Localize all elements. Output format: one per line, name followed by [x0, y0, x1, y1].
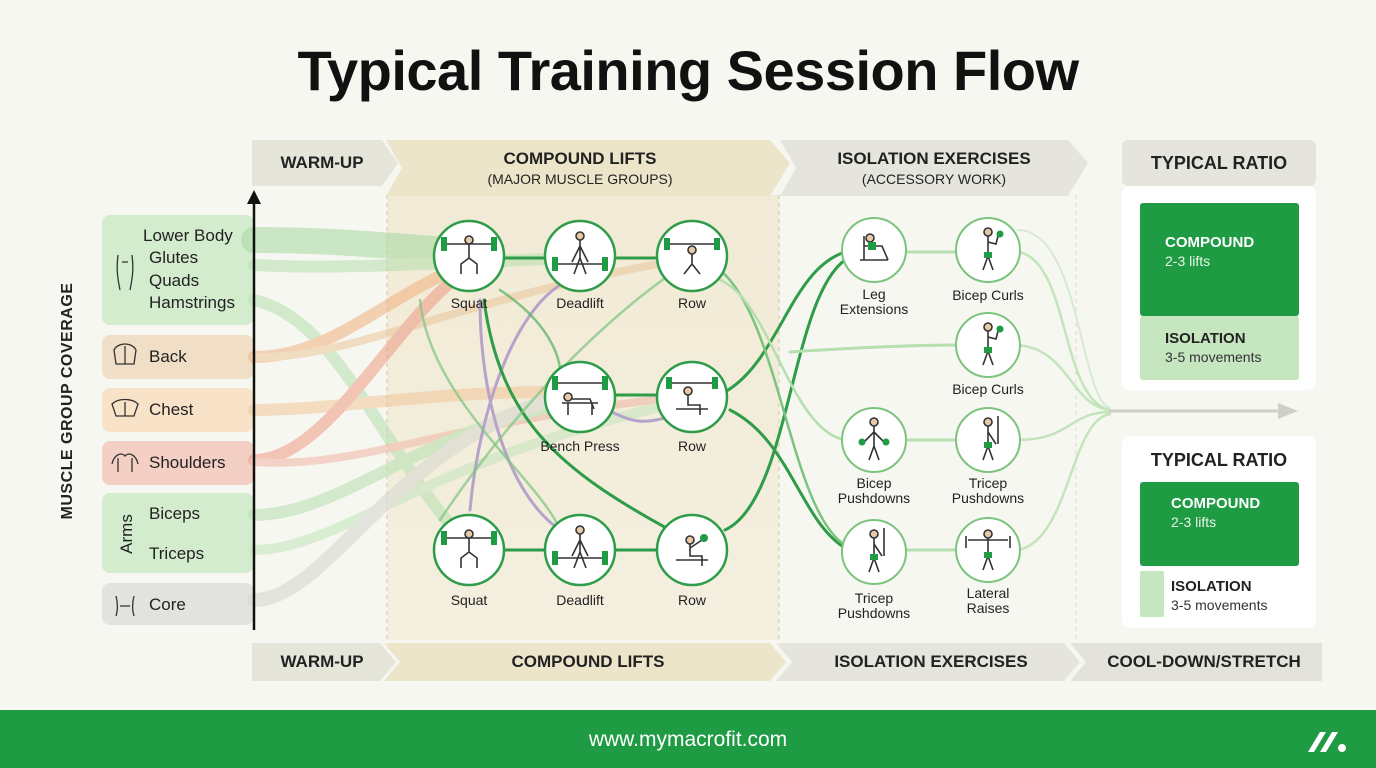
phase-bottom-warmup: WARM-UP — [280, 652, 364, 671]
phase-label-warmup: WARM-UP — [252, 153, 392, 173]
deadlift-icon — [552, 231, 608, 275]
muscle-icons — [111, 254, 139, 617]
tricep-pushdown-icon — [868, 528, 885, 573]
ratio-compound-sub: 2-3 lifts — [1171, 514, 1217, 530]
node-label-bicep-curls: Bicep Curls — [952, 287, 1024, 303]
muscle-core: Core — [149, 595, 186, 614]
muscle-back: Back — [149, 347, 187, 366]
legs-icon — [116, 254, 134, 291]
phase-sublabel: (ACCESSORY WORK) — [861, 171, 1007, 187]
node-label-row: Row — [677, 592, 706, 608]
ratio-card-title: TYPICAL RATIO — [1150, 153, 1288, 173]
row-icon — [664, 238, 720, 275]
exercise-figure-icons — [441, 227, 1011, 573]
chest-muscle-icon — [111, 398, 139, 417]
phase-bottom-cooldown: COOL-DOWN/STRETCH — [1107, 652, 1301, 671]
row-icon — [676, 534, 708, 566]
muscle-box-arms — [102, 493, 254, 573]
phase-bottom-isolation: ISOLATION EXERCISES — [834, 652, 1028, 671]
squat-icon — [441, 235, 497, 274]
muscle-lower-body-title: Lower Body — [143, 226, 233, 245]
muscle-box-lower-body — [102, 215, 254, 325]
bicep-pushdown-icon — [858, 417, 890, 461]
muscle-chest: Chest — [149, 400, 194, 419]
muscle-glutes: Glutes — [149, 248, 199, 267]
node-label-deadlift: Deadlift — [556, 592, 604, 608]
brand-logo-icon — [1308, 732, 1346, 752]
ratio-isolation-swatch — [1140, 571, 1164, 617]
phase-bottom-compound: COMPOUND LIFTS — [511, 652, 665, 671]
deadlift-icon — [552, 525, 608, 569]
ratio-isolation-label: ISOLATION — [1165, 330, 1246, 347]
ratio-isolation-label: ISOLATION — [1171, 578, 1252, 595]
ratio-isolation-sub: 3-5 movements — [1165, 349, 1262, 365]
phase-label-text: WARM-UP — [280, 153, 364, 172]
muscle-box-back — [102, 335, 254, 379]
phase-label-text: ISOLATION EXERCISES — [837, 149, 1031, 168]
y-axis-arrowhead — [247, 190, 261, 204]
muscle-box-shoulders — [102, 441, 254, 485]
muscle-shoulders: Shoulders — [149, 453, 226, 472]
tricep-pushdown-icon — [982, 416, 999, 461]
back-muscle-icon — [113, 343, 137, 365]
phase-arrow-cooldown-bottom — [1070, 643, 1322, 681]
ratio-compound-box — [1140, 203, 1299, 316]
ratio-compound-sub: 2-3 lifts — [1165, 253, 1211, 269]
node-label-lateral-raises: Lateral Raises — [966, 586, 1010, 616]
footer-url[interactable]: www.mymacrofit.com — [588, 728, 788, 751]
phase-label-text: COMPOUND LIFTS — [503, 149, 657, 168]
row-icon — [666, 377, 718, 415]
core-muscle-icon — [115, 595, 135, 617]
bicep-curl-icon — [982, 227, 1004, 271]
phase-arrow-isolation — [780, 140, 1088, 196]
phase-label-isolation: ISOLATION EXERCISES (ACCESSORY WORK) — [786, 149, 1082, 189]
ratio-compound-label: COMPOUND — [1165, 234, 1255, 251]
lateral-raise-icon — [965, 529, 1011, 571]
ratio-compound-label: COMPOUND — [1171, 495, 1261, 512]
muscle-biceps: Biceps — [149, 504, 201, 523]
squat-icon — [441, 529, 497, 568]
ratio-isolation-sub: 3-5 movements — [1171, 597, 1268, 613]
phase-label-compound: COMPOUND LIFTS (MAJOR MUSCLE GROUPS) — [390, 149, 770, 189]
bench-press-icon — [552, 376, 608, 415]
ratio-card-title: TYPICAL RATIO — [1150, 450, 1288, 470]
ratio-isolation-box — [1140, 316, 1299, 380]
node-label-squat: Squat — [450, 295, 488, 311]
footer-bar — [0, 710, 1376, 768]
muscle-box-core — [102, 583, 254, 625]
phase-arrow-compound — [386, 140, 790, 196]
bicep-curl-icon — [982, 322, 1004, 366]
phase-arrow-compound-bottom — [384, 643, 786, 681]
muscle-triceps: Triceps — [149, 544, 205, 563]
node-label-squat: Squat — [450, 592, 488, 608]
phase-sublabel: (MAJOR MUSCLE GROUPS) — [487, 171, 673, 187]
page-title: Typical Training Session Flow — [297, 39, 1079, 102]
node-label-tricep-pushdowns: Tricep Pushdowns — [951, 476, 1025, 506]
node-label-bicep-curls: Bicep Curls — [952, 381, 1024, 397]
y-axis-label: MUSCLE GROUP COVERAGE — [59, 282, 76, 520]
muscle-box-chest — [102, 388, 254, 432]
phase-arrow-isolation-bottom — [776, 643, 1080, 681]
isolation-links — [718, 229, 1298, 552]
node-label-bench-press: Bench Press — [540, 438, 620, 454]
isolation-node-circles — [841, 217, 1021, 585]
node-label-row: Row — [677, 295, 706, 311]
muscle-hamstrings: Hamstrings — [149, 293, 235, 312]
node-label-tricep-pushdowns: Tricep Pushdowns — [837, 591, 911, 621]
shoulders-muscle-icon — [111, 453, 139, 472]
ratio-compound-box-2 — [1140, 482, 1299, 566]
phase-arrow-warmup-bottom — [252, 643, 396, 681]
muscle-quads: Quads — [149, 271, 200, 290]
node-label-leg-extensions: Leg Extensions — [839, 287, 909, 317]
phase-arrow-warmup — [252, 140, 398, 186]
ratio-card-header — [1122, 140, 1316, 186]
node-label-deadlift: Deadlift — [556, 295, 604, 311]
node-label-bicep-pushdowns: Bicep Pushdowns — [837, 476, 911, 506]
muscle-arms-title: Arms — [117, 514, 136, 554]
leg-extension-icon — [860, 233, 889, 261]
node-label-row: Row — [677, 438, 706, 454]
